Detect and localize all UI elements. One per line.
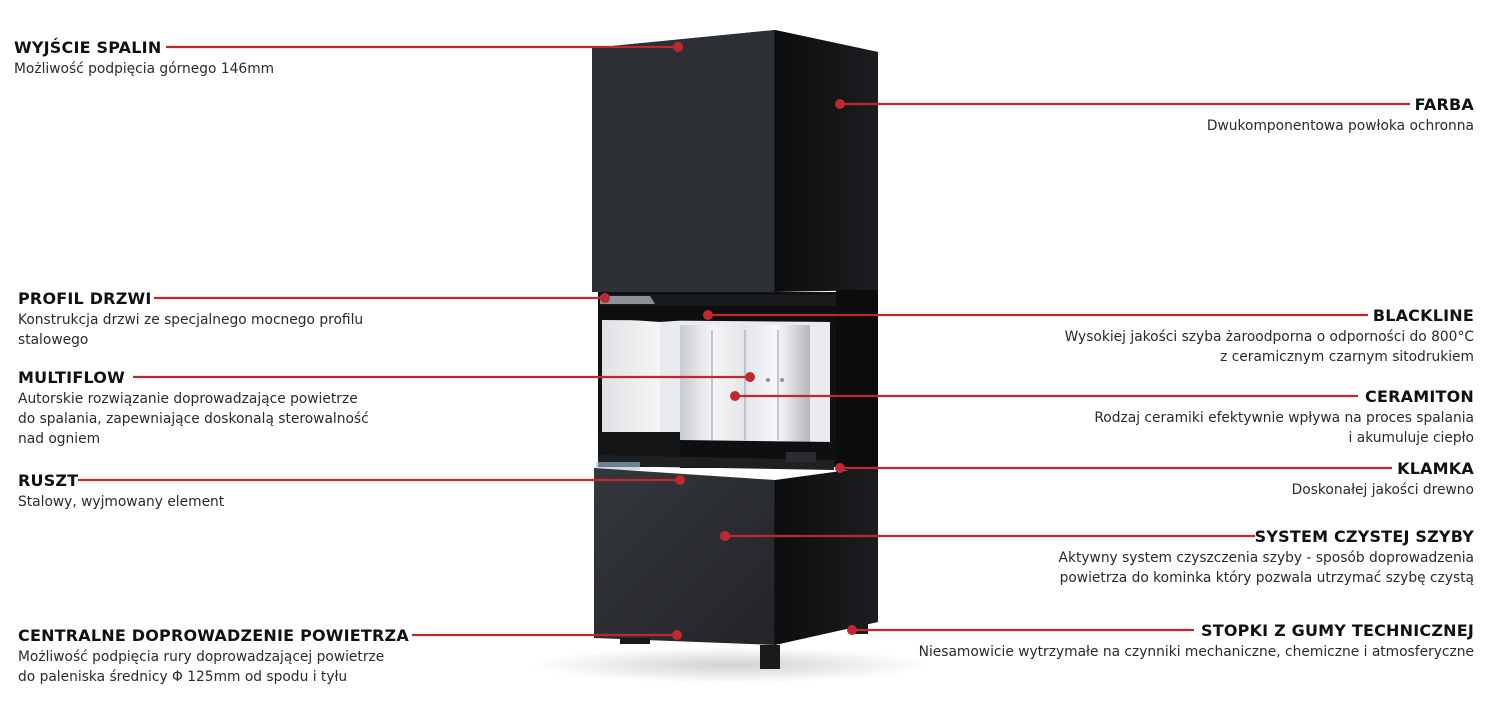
dot-ruszt [675,475,685,485]
dot-blackline [703,310,713,320]
callout-title: RUSZT [18,471,79,490]
callout-desc: Rodzaj ceramiki efektywnie wpływa na pro… [1094,408,1474,448]
callout-klamka: KLAMKA Doskonałej jakości drewno [1292,459,1474,500]
desc-line: Stalowy, wyjmowany element [18,493,225,510]
desc-line: powietrza do kominka który pozwala utrzy… [1059,569,1474,586]
firebox [596,290,878,470]
desc-line: Aktywny system czyszczenia szyby - sposó… [1058,549,1474,566]
callout-profil-drzwi: PROFIL DRZWI Konstrukcja drzwi ze specja… [18,289,363,350]
callout-desc: Aktywny system czyszczenia szyby - sposó… [1059,548,1474,588]
desc-line: Niesamowicie wytrzymałe na czynniki mech… [918,643,1474,660]
callout-title: CENTRALNE DOPROWADZENIE POWIETRZA [18,626,409,645]
callout-title: FARBA [1414,95,1474,114]
callout-dots [600,42,857,640]
leader-lines [78,45,1410,637]
callout-system: SYSTEM CZYSTEJ SZYBY Aktywny system czys… [1059,527,1474,588]
callout-multiflow: MULTIFLOW Autorskie rozwiązanie doprowad… [18,368,369,449]
callout-title: WYJŚCIE SPALIN [14,38,162,57]
callout-desc: Dwukomponentowa powłoka ochronna [1207,116,1474,136]
dot-ceramiton [730,391,740,401]
callout-desc: Konstrukcja drzwi ze specjalnego mocnego… [18,310,363,350]
callout-title: CERAMITON [1365,387,1474,406]
callout-title: MULTIFLOW [18,368,125,387]
callout-wyjscie-spalin: WYJŚCIE SPALIN Możliwość podpięcia górne… [14,38,274,79]
callout-desc: Wysokiej jakości szyba żaroodporna o odp… [1065,327,1474,367]
callout-ruszt: RUSZT Stalowy, wyjmowany element [18,471,224,512]
callout-farba: FARBA Dwukomponentowa powłoka ochronna [1207,95,1474,136]
callout-desc: Doskonałej jakości drewno [1292,480,1474,500]
desc-line: Autorskie rozwiązanie doprowadzające pow… [18,390,358,407]
desc-line: Dwukomponentowa powłoka ochronna [1206,117,1474,134]
left-glass [602,318,660,440]
callout-desc: Możliwość podpięcia rury doprowadzającej… [18,647,409,687]
callout-desc: Autorskie rozwiązanie doprowadzające pow… [18,389,369,449]
callout-desc: Niesamowicie wytrzymałe na czynniki mech… [919,642,1474,662]
desc-line: Rodzaj ceramiki efektywnie wpływa na pro… [1094,409,1474,426]
desc-line: do spalania, zapewniające doskonalą ster… [18,410,369,427]
desc-line: Konstrukcja drzwi ze specjalnego mocnego… [18,311,364,328]
dot-profil-drzwi [600,293,610,303]
desc-line: Wysokiej jakości szyba żaroodporna o odp… [1064,328,1474,345]
dot-klamka [835,463,845,473]
dot-farba [835,99,845,109]
callout-blackline: BLACKLINE Wysokiej jakości szyba żaroodp… [1065,306,1474,367]
desc-line: i akumuluje ciepło [1348,429,1474,446]
callout-title: KLAMKA [1397,459,1474,478]
callout-desc: Możliwość podpięcia górnego 146mm [14,59,274,79]
callout-ceramiton: CERAMITON Rodzaj ceramiki efektywnie wpł… [1094,387,1474,448]
desc-line: Możliwość podpięcia rury doprowadzającej… [18,648,385,665]
callout-title: SYSTEM CZYSTEJ SZYBY [1254,527,1474,546]
callout-title: STOPKI Z GUMY TECHNICZNEJ [1201,621,1474,640]
dot-centralne [672,630,682,640]
dot-wyjscie-spalin [673,42,683,52]
callout-title: PROFIL DRZWI [18,289,152,308]
callout-title: BLACKLINE [1372,306,1474,325]
desc-line: Doskonałej jakości drewno [1291,481,1474,498]
bottom-box [594,466,878,669]
desc-line: z ceramicznym czarnym sitodrukiem [1220,348,1474,365]
callout-stopki: STOPKI Z GUMY TECHNICZNEJ Niesamowicie w… [919,621,1474,662]
dot-multiflow [745,372,755,382]
dot-stopki [847,625,857,635]
desc-line: stalowego [18,331,89,348]
floor-shadow [530,647,930,683]
callout-desc: Stalowy, wyjmowany element [18,492,224,512]
top-box [592,30,878,292]
desc-line: Możliwość podpięcia górnego 146mm [14,60,275,77]
desc-line: nad ogniem [18,430,101,447]
callout-centralne: CENTRALNE DOPROWADZENIE POWIETRZA Możliw… [18,626,409,687]
dot-system [720,531,730,541]
desc-line: do paleniska średnicy Φ 125mm od spodu i… [18,668,348,685]
